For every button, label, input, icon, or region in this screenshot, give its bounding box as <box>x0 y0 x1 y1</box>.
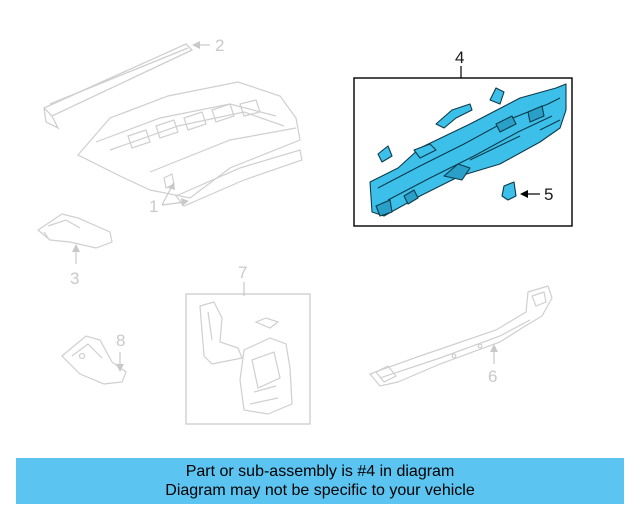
callout-6-leader <box>490 344 498 364</box>
part-4-box <box>353 77 573 227</box>
callout-1: 1 <box>149 197 158 216</box>
callout-5-leader <box>520 190 540 198</box>
callout-2-leader <box>192 41 210 49</box>
callout-8: 8 <box>116 331 125 350</box>
part-8-bracket <box>61 335 127 385</box>
part-6-side-rail <box>368 285 553 387</box>
banner-line-2: Diagram may not be specific to your vehi… <box>165 482 475 499</box>
callout-2: 2 <box>215 36 224 55</box>
part-3-bracket <box>36 213 113 249</box>
banner-line-1: Part or sub-assembly is #4 in diagram <box>185 463 455 480</box>
callout-8-leader <box>116 352 124 372</box>
part-7-box <box>185 293 311 425</box>
part-1-shelf-panel <box>77 81 303 207</box>
part-7-assembly <box>199 301 293 415</box>
info-banner: Part or sub-assembly is #4 in diagram Di… <box>16 458 624 504</box>
part-2-rail <box>42 43 194 130</box>
callout-7: 7 <box>238 263 247 282</box>
callout-3: 3 <box>70 269 79 288</box>
part-4-rear-panel <box>369 83 567 217</box>
callout-5: 5 <box>544 185 553 204</box>
callout-1-leader <box>161 182 189 206</box>
callout-4: 4 <box>455 48 464 67</box>
part-5-clip <box>501 181 517 201</box>
callout-6: 6 <box>488 367 497 386</box>
callout-3-leader <box>72 244 80 264</box>
